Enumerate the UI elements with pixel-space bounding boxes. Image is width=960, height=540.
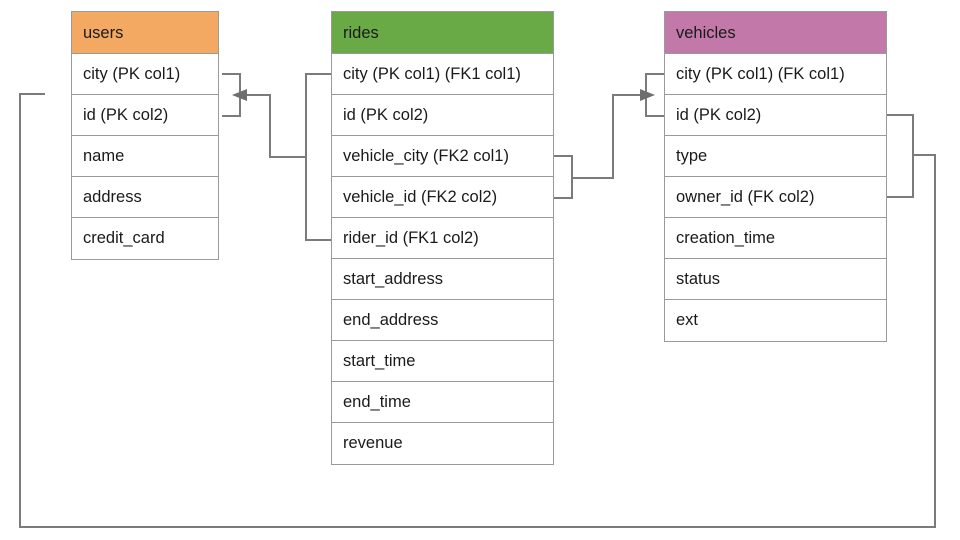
table-vehicles-column-creation-time[interactable]: creation_time bbox=[665, 218, 886, 259]
link-rides-vehicle-to-vehicles bbox=[554, 73, 664, 199]
table-users[interactable]: users city (PK col1) id (PK col2) name a… bbox=[71, 11, 219, 260]
table-rides[interactable]: rides city (PK col1) (FK1 col1) id (PK c… bbox=[331, 11, 554, 465]
table-vehicles-header: vehicles bbox=[665, 12, 886, 54]
table-rides-column-start-time[interactable]: start_time bbox=[332, 341, 553, 382]
table-rides-column-vehicle-city[interactable]: vehicle_city (FK2 col1) bbox=[332, 136, 553, 177]
table-users-header: users bbox=[72, 12, 218, 54]
table-rides-column-id[interactable]: id (PK col2) bbox=[332, 95, 553, 136]
table-vehicles[interactable]: vehicles city (PK col1) (FK col1) id (PK… bbox=[664, 11, 887, 342]
table-users-column-city[interactable]: city (PK col1) bbox=[72, 54, 218, 95]
table-vehicles-column-id[interactable]: id (PK col2) bbox=[665, 95, 886, 136]
table-rides-column-end-address[interactable]: end_address bbox=[332, 300, 553, 341]
table-rides-column-vehicle-id[interactable]: vehicle_id (FK2 col2) bbox=[332, 177, 553, 218]
table-rides-header: rides bbox=[332, 12, 553, 54]
table-users-column-id[interactable]: id (PK col2) bbox=[72, 95, 218, 136]
arrowhead-users-left bbox=[232, 89, 247, 101]
table-rides-column-city[interactable]: city (PK col1) (FK1 col1) bbox=[332, 54, 553, 95]
table-users-column-name[interactable]: name bbox=[72, 136, 218, 177]
table-rides-column-rider-id[interactable]: rider_id (FK1 col2) bbox=[332, 218, 553, 259]
table-vehicles-column-status[interactable]: status bbox=[665, 259, 886, 300]
table-vehicles-column-city[interactable]: city (PK col1) (FK col1) bbox=[665, 54, 886, 95]
table-users-column-address[interactable]: address bbox=[72, 177, 218, 218]
table-rides-column-end-time[interactable]: end_time bbox=[332, 382, 553, 423]
table-vehicles-column-type[interactable]: type bbox=[665, 136, 886, 177]
table-users-column-credit-card[interactable]: credit_card bbox=[83, 229, 165, 247]
link-rides-rider-to-users bbox=[222, 73, 331, 241]
table-rides-column-revenue[interactable]: revenue bbox=[343, 434, 403, 452]
table-rides-column-start-address[interactable]: start_address bbox=[332, 259, 553, 300]
table-vehicles-column-ext[interactable]: ext bbox=[676, 311, 699, 329]
table-vehicles-column-owner-id[interactable]: owner_id (FK col2) bbox=[665, 177, 886, 218]
arrowhead-vehicles-left bbox=[640, 89, 655, 101]
